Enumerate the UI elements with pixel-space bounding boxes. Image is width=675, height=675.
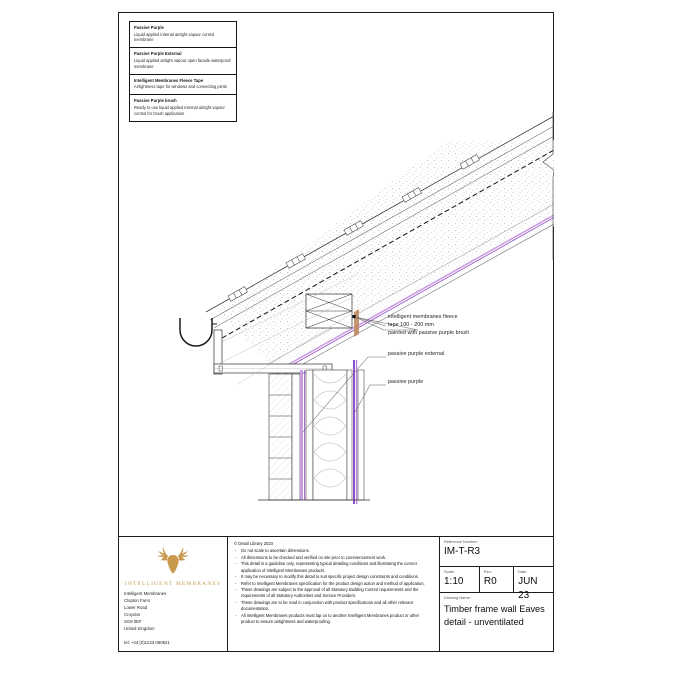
- date-cell: Date: JUN 23: [514, 567, 554, 601]
- legend-item-passive-purple-external: Passive Purple External Liquid applied a…: [130, 48, 236, 75]
- eaves-assembly: [179, 318, 333, 375]
- annotation-passive-purple: passive purple: [388, 379, 424, 385]
- materials-legend: Passive Purple Liquid applied internal a…: [129, 21, 237, 122]
- general-notes: © Detail Library 2023 Do not scale to as…: [228, 537, 440, 652]
- note-item: Refer to Intelligent Membranes specifica…: [234, 581, 434, 587]
- note-item: This detail is a guideline only, represe…: [234, 561, 434, 573]
- drawing-name-value: Timber frame wall Eaves detail - unventi…: [444, 604, 545, 628]
- date-label: Date:: [518, 569, 528, 574]
- legend-item-title: Passive Purple: [134, 25, 164, 30]
- address-line: United Kingdom: [124, 625, 155, 631]
- legend-item-passive-purple-brush: Passive Purple brush Ready to use liquid…: [130, 95, 236, 120]
- legend-item-title: Passive Purple brush: [134, 98, 177, 104]
- leader-lines: [302, 316, 419, 433]
- date-value: JUN 23: [518, 576, 538, 601]
- note-item: All dimensions to be checked and verifie…: [234, 555, 434, 561]
- address-line: Clopton Farm: [124, 597, 151, 603]
- rev-cell: Rev: R0: [479, 567, 515, 593]
- wall-plate-junction: [305, 293, 359, 337]
- address-line: SG8 0EF: [124, 618, 142, 624]
- company-telephone: tel: +44 (0)1223 080821: [124, 639, 170, 645]
- legend-item-desc: Airtightness tape for windows and connec…: [134, 84, 227, 90]
- scale-cell: Scale: 1:10: [440, 567, 480, 593]
- drawing-info: Reference Number: IM-T-R3 Scale: 1:10 Re…: [440, 537, 554, 652]
- legend-item-desc: Ready to use liquid applied internal air…: [134, 104, 225, 116]
- rev-label: Rev:: [483, 569, 492, 574]
- reference-number-label: Reference Number:: [444, 539, 478, 544]
- reference-number-value: IM-T-R3: [444, 546, 481, 558]
- address-line: Croydon: [124, 611, 141, 617]
- scale-rev-date-row: Scale: 1:10 Rev: R0 Date: JUN 23: [440, 567, 554, 601]
- address-line: Intelligent Membranes: [124, 591, 167, 596]
- legend-item-fleece-tape: Intelligent Membranes Fleece Tape Airtig…: [130, 75, 236, 96]
- title-block: INTELLIGENT MEMBRANES Intelligent Membra…: [118, 536, 554, 652]
- detail-drawing: [118, 12, 554, 532]
- legend-item-title: Passive Purple External: [134, 51, 182, 57]
- roof-assembly: [205, 112, 554, 379]
- legend-item-desc: Liquid applied internal airtight vapour …: [134, 31, 215, 43]
- copyright-notice: © Detail Library 2023: [234, 541, 273, 546]
- stag-head-icon: [124, 541, 222, 581]
- legend-item-desc: Liquid applied airtight vapour open faca…: [134, 57, 231, 69]
- company-block: INTELLIGENT MEMBRANES Intelligent Membra…: [118, 537, 228, 652]
- reference-number-cell: Reference Number: IM-T-R3: [440, 537, 554, 567]
- note-item: It may be necessary to modify this detai…: [234, 574, 434, 580]
- annotation-passive-purple-external: passive purple external: [388, 351, 445, 357]
- rev-value: R0: [483, 576, 497, 588]
- wall-assembly: [258, 360, 370, 504]
- legend-item-passive-purple: Passive Purple Liquid applied internal a…: [130, 22, 236, 49]
- drawing-name-label: Drawing Name:: [444, 595, 471, 600]
- note-item: These drawings are subject to the approv…: [234, 587, 434, 599]
- annotation-fleece-tape: intelligent membranes fleece tape 100 - …: [388, 314, 470, 337]
- scale-label: Scale:: [444, 569, 455, 574]
- legend-item-title: Intelligent Membranes Fleece Tape: [134, 77, 204, 83]
- scale-value: 1:10: [444, 576, 464, 588]
- note-item: These drawings are to be read in conjunc…: [234, 600, 434, 612]
- note-item: Do not scale to ascertain dimensions.: [234, 548, 434, 554]
- address-line: Lower Road: [124, 604, 148, 610]
- note-item: All Intelligent Membranes products must …: [234, 613, 434, 625]
- company-wordmark: INTELLIGENT MEMBRANES: [124, 581, 222, 587]
- construction-lines: [217, 273, 359, 385]
- drawing-name-cell: Drawing Name: Timber frame wall Eaves de…: [440, 593, 554, 652]
